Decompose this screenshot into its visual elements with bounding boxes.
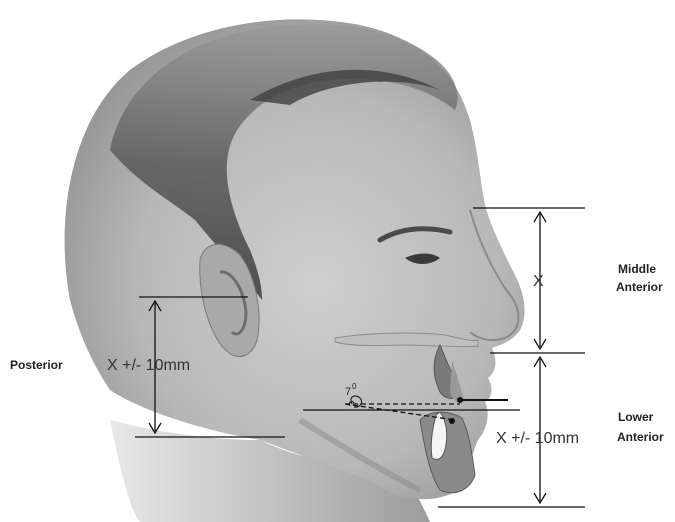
angle-label: 7 bbox=[345, 386, 351, 398]
middle-measure-label: X bbox=[533, 273, 544, 290]
middle-label-line1: Middle bbox=[618, 262, 656, 276]
lower-measure-label: X +/- 10mm bbox=[496, 430, 579, 447]
lower-label-line2: Anterior bbox=[617, 430, 664, 444]
posterior-label: Posterior bbox=[10, 358, 63, 372]
angle-unit-label: 0 bbox=[352, 382, 357, 391]
middle-label-line2: Anterior bbox=[616, 280, 663, 294]
lower-label-line1: Lower bbox=[618, 410, 654, 424]
incisor-point-lower bbox=[449, 418, 455, 424]
posterior-measure-label: X +/- 10mm bbox=[107, 357, 190, 374]
incisor-point-upper bbox=[457, 397, 463, 403]
